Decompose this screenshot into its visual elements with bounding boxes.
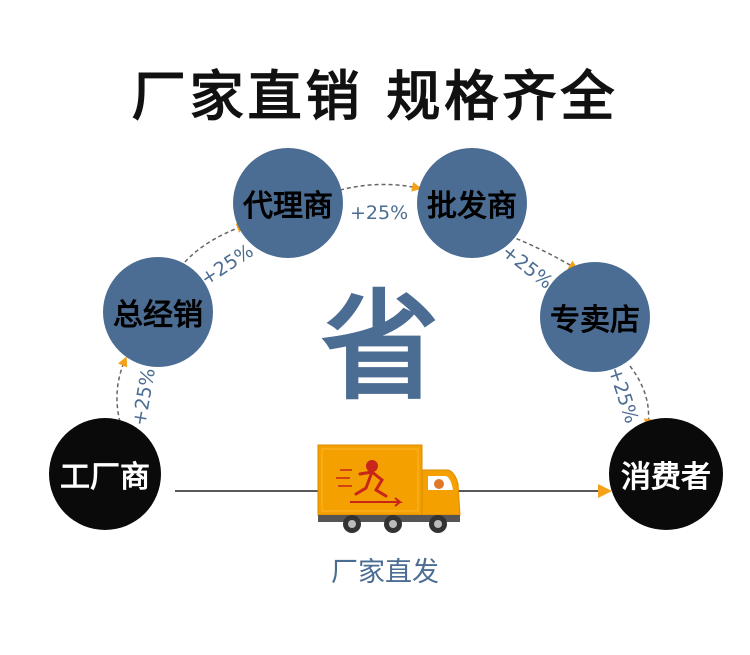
page-title: 厂家直销 规格齐全 — [131, 65, 619, 128]
arc-agent-wholesaler — [339, 181, 422, 192]
node-consumer: 消费者 — [609, 418, 723, 530]
truck-icon — [317, 444, 461, 533]
arc-wholesaler-store — [509, 235, 579, 271]
node-wholesaler: 批发商 — [417, 148, 527, 258]
direct-arrowhead — [598, 484, 612, 498]
markup-agent-wholesaler: +25% — [350, 202, 409, 224]
arc-factory-distributor — [116, 356, 128, 423]
node-factory: 工厂商 — [49, 418, 161, 530]
node-store: 专卖店 — [540, 262, 650, 372]
node-agent: 代理商 — [233, 148, 343, 258]
truck-caption: 厂家直发 — [331, 557, 439, 588]
arc-distributor-agent — [184, 223, 247, 263]
savings-character: 省 — [320, 278, 439, 416]
node-distributor: 总经销 — [103, 257, 213, 367]
